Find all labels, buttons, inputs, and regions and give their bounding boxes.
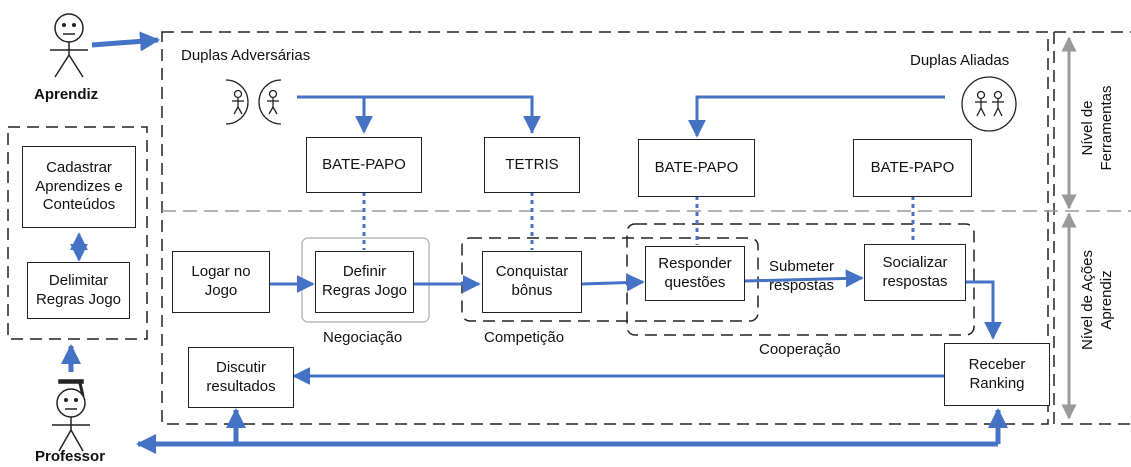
cooperation-label: Cooperação	[759, 341, 841, 358]
opponents-to-tools-arrow	[297, 95, 534, 133]
main-frame	[161, 31, 1049, 425]
tetris-box: TETRIS	[484, 137, 580, 193]
learner-label: Aprendiz	[34, 86, 99, 103]
win-bonus-box: Conquistar bônus	[482, 251, 582, 313]
allied-pairs-icon	[961, 76, 1017, 132]
answer-to-socialize-arrow	[744, 269, 864, 288]
socialize-box: Socializar respostas	[864, 244, 966, 301]
chat3-box: BATE-PAPO	[853, 139, 972, 197]
teacher-panel-frame	[7, 126, 148, 340]
register-box: Cadastrar Aprendizes e Conteúdos	[22, 146, 136, 228]
allies-to-chat2-arrow	[688, 95, 945, 138]
define-rules-box: Definir Regras Jogo	[315, 251, 414, 313]
tools-level-label: Nível de Ferramentas	[1079, 85, 1115, 171]
levels-frame	[1053, 31, 1131, 425]
teacher-label: Professor	[35, 448, 106, 465]
login-box: Logar no Jogo	[172, 251, 270, 313]
learner-entry-arrow	[91, 31, 160, 52]
socialize-to-ranking-arrow	[966, 280, 1002, 340]
competition-label: Competição	[484, 329, 565, 346]
opponent-pairs-icon	[225, 79, 282, 125]
learner-icon	[50, 13, 88, 78]
actions-level-label: Nível de Ações Aprendiz	[1079, 249, 1115, 351]
opponent-pairs-label: Duplas Adversárias	[181, 47, 311, 64]
chat1-box: BATE-PAPO	[306, 137, 422, 193]
chat2-box: BATE-PAPO	[638, 139, 755, 197]
allied-pairs-label: Duplas Aliadas	[910, 52, 1010, 69]
discuss-box: Discutir resultados	[188, 347, 294, 408]
negotiation-label: Negociação	[323, 329, 403, 346]
teacher-icon	[52, 379, 90, 452]
answer-box: Responder questões	[645, 246, 745, 301]
bonus-to-answer-arrow	[581, 273, 645, 292]
rules-box: Delimitar Regras Jogo	[27, 262, 130, 319]
ranking-box: Receber Ranking	[944, 343, 1050, 406]
submit-label: Submeter respostas	[769, 258, 835, 294]
